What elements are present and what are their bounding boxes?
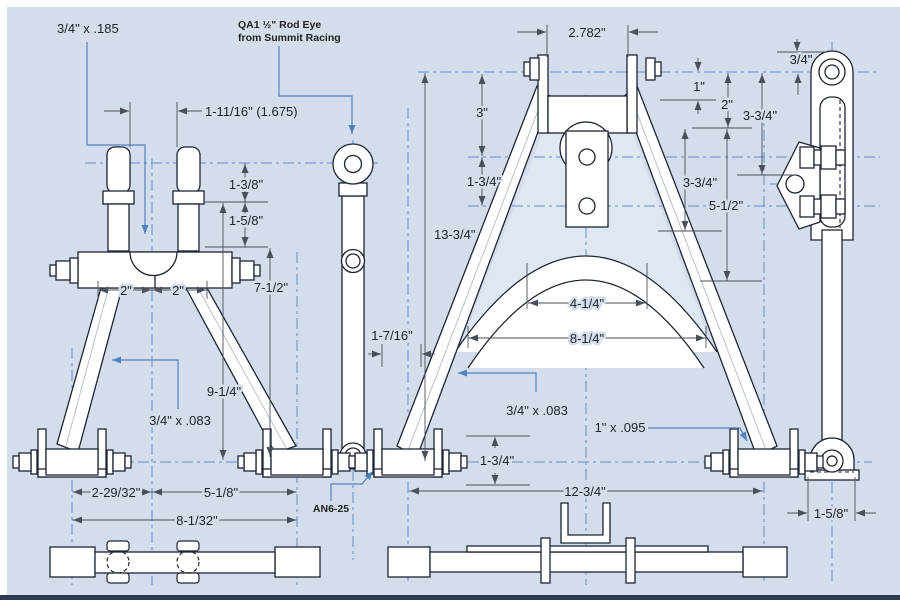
dim-plate-gap: 1-3/4" bbox=[467, 174, 502, 189]
dim-thread-depth: 1-5/8" bbox=[229, 213, 264, 228]
upper-mount-bracket bbox=[523, 54, 662, 228]
dimension-lines bbox=[72, 25, 876, 524]
right-bung bbox=[172, 146, 205, 252]
bottom-edge-bar bbox=[0, 595, 900, 600]
label-right-tube-spec: 1" x .095 bbox=[595, 420, 646, 435]
dim-bung-spacing: 1-11/16" (1.675) bbox=[205, 104, 298, 119]
side-link-view bbox=[776, 50, 860, 481]
bottom-left-cross-bar bbox=[49, 540, 321, 584]
dim-leg-offset-right: 2" bbox=[172, 283, 184, 298]
dim-mount-width: 2.782" bbox=[568, 25, 606, 40]
label-rod-eye-note-2: from Summit Racing bbox=[238, 32, 341, 44]
dim-lower-height: 9-1/4" bbox=[207, 384, 242, 399]
dim-link-leg-width: 1-7/16" bbox=[371, 328, 413, 343]
dim-eye-radius: 3/4" bbox=[790, 52, 813, 67]
dim-right-overall-width: 12-3/4" bbox=[564, 484, 606, 499]
bottom-right-cross-bar bbox=[387, 502, 788, 584]
label-left-tube-spec: 3/4" x .185 bbox=[57, 21, 119, 36]
cross-tube-bolts bbox=[49, 257, 261, 284]
dim-upper-bolt: 2" bbox=[721, 97, 733, 112]
label-rod-eye-note-1: QA1 ½" Rod Eye bbox=[238, 19, 321, 31]
dim-leg-offset-left: 2" bbox=[120, 283, 132, 298]
label-left-leg-spec: 3/4" x .083 bbox=[149, 413, 211, 428]
left-a-arm-front-view bbox=[49, 146, 297, 454]
dim-plate-span: 3-3/4" bbox=[683, 175, 718, 190]
label-clevis-part-number: AN6-25 bbox=[313, 503, 349, 515]
side-bolts bbox=[799, 145, 846, 219]
dim-overall-height: 13-3/4" bbox=[434, 227, 476, 242]
dim-bung-height: 1-3/8" bbox=[229, 177, 264, 192]
dimension-labels: 3/4" x .185 QA1 ½" Rod Eye from Summit R… bbox=[55, 17, 852, 531]
dim-hole-offset: 1" bbox=[693, 79, 705, 94]
right-a-arm-view bbox=[396, 54, 778, 458]
dim-upper-height: 7-1/2" bbox=[254, 280, 289, 295]
dim-bracket-height: 5-1/2" bbox=[709, 198, 744, 213]
callout-leaders bbox=[86, 42, 748, 501]
dim-clevis-offset: 2-29/32" bbox=[92, 485, 141, 500]
left-bung bbox=[102, 146, 135, 252]
dim-plate-top: 3-3/4" bbox=[743, 108, 778, 123]
dim-clevis-span: 5-1/8" bbox=[204, 485, 239, 500]
dim-arch-width: 4-1/4" bbox=[570, 296, 605, 311]
label-right-leg-spec: 3/4" x .083 bbox=[506, 403, 568, 418]
dim-leg-span: 8-1/4" bbox=[570, 331, 605, 346]
dim-right-upper-height: 3" bbox=[476, 105, 488, 120]
dim-side-mount-width: 1-5/8" bbox=[814, 506, 849, 521]
dim-left-overall-width: 8-1/32" bbox=[176, 513, 218, 528]
dim-clevis-height: 1-3/4" bbox=[480, 453, 515, 468]
